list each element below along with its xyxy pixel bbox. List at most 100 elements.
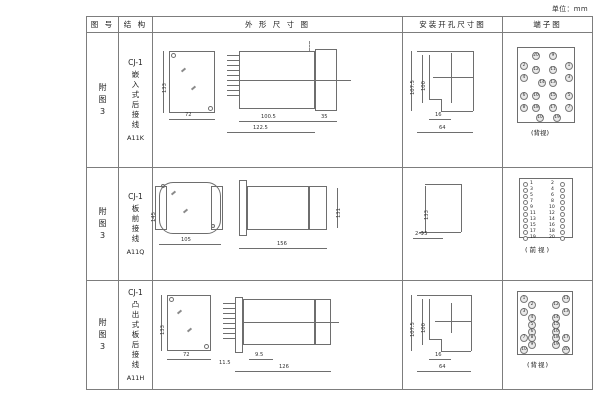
dim-line <box>315 121 337 122</box>
terminal-11[interactable]: 11 <box>562 295 570 303</box>
terminal-18[interactable]: 18 <box>532 104 540 112</box>
front-view-body <box>159 182 221 234</box>
terminal-7[interactable]: 7 <box>520 334 528 342</box>
terminal-hole[interactable] <box>523 194 528 199</box>
terminal-hole[interactable] <box>523 236 528 241</box>
terminal-16[interactable]: 16 <box>532 92 540 100</box>
terminal-11[interactable]: 11 <box>549 66 557 74</box>
dim-width-105: 105 <box>181 237 191 243</box>
terminal-19[interactable]: 19 <box>552 341 560 349</box>
terminal-9[interactable]: 9 <box>528 341 536 349</box>
terminal-hole[interactable] <box>523 212 528 217</box>
terminal-hole[interactable] <box>560 194 565 199</box>
leader-line <box>413 238 443 239</box>
terminal-12[interactable]: 12 <box>532 66 540 74</box>
terminal-19[interactable]: 19 <box>553 114 561 122</box>
fin <box>223 333 235 334</box>
terminal-7[interactable]: 7 <box>530 199 533 204</box>
structure-char: 后 <box>131 99 140 109</box>
terminal-hole[interactable] <box>523 188 528 193</box>
terminal-20[interactable]: 20 <box>562 346 570 354</box>
terminal-1[interactable]: 1 <box>530 181 533 186</box>
terminal-hole[interactable] <box>523 200 528 205</box>
terminal-13[interactable]: 13 <box>549 79 557 87</box>
fig-no-cell-1: 附 图 3 <box>86 32 119 168</box>
structure-char: 板 <box>131 203 140 213</box>
terminal-10[interactable]: 10 <box>549 205 555 210</box>
terminal-11[interactable]: 11 <box>530 211 536 216</box>
terminal-20[interactable]: 20 <box>549 235 555 240</box>
fig-no-char: 3 <box>99 107 106 116</box>
terminal-5[interactable]: 5 <box>530 193 533 198</box>
terminal-8[interactable]: 8 <box>520 104 528 112</box>
fig-no-char: 附 <box>98 318 107 327</box>
terminal-hole[interactable] <box>560 188 565 193</box>
structure-code: A11H <box>126 373 145 382</box>
fin <box>227 85 239 86</box>
terminal-hole[interactable] <box>560 224 565 229</box>
terminal-14[interactable]: 14 <box>549 217 555 222</box>
terminal-9[interactable]: 9 <box>549 52 557 60</box>
dim-line <box>422 55 423 103</box>
terminal-4[interactable]: 4 <box>520 74 528 82</box>
terminal-10[interactable]: 10 <box>520 346 528 354</box>
terminal-hole[interactable] <box>523 218 528 223</box>
terminal-15[interactable]: 15 <box>549 92 557 100</box>
terminal-hole[interactable] <box>523 206 528 211</box>
terminal-17[interactable]: 17 <box>562 334 570 342</box>
terminal-17[interactable]: 17 <box>549 104 557 112</box>
terminal-10[interactable]: 10 <box>536 114 544 122</box>
terminal-17[interactable]: 17 <box>530 229 536 234</box>
terminal-8[interactable]: 8 <box>551 199 554 204</box>
terminal-hole[interactable] <box>560 236 565 241</box>
terminal-1[interactable]: 1 <box>565 62 573 70</box>
terminal-12[interactable]: 12 <box>552 301 560 309</box>
terminal-5[interactable]: 5 <box>565 92 573 100</box>
terminal-19[interactable]: 19 <box>530 235 536 240</box>
terminal-15[interactable]: 15 <box>530 223 536 228</box>
terminal-hole[interactable] <box>560 182 565 187</box>
terminal-4[interactable]: 4 <box>551 187 554 192</box>
terminal-hole[interactable] <box>560 200 565 205</box>
terminal-3[interactable]: 3 <box>530 187 533 192</box>
terminal-2[interactable]: 2 <box>551 181 554 186</box>
terminal-hole[interactable] <box>560 206 565 211</box>
dim-front-depth-11-5: 11.5 <box>219 360 231 366</box>
terminal-hole[interactable] <box>523 224 528 229</box>
structure-char: 式 <box>131 319 140 329</box>
terminal-hole[interactable] <box>560 230 565 235</box>
terminal-hole[interactable] <box>523 230 528 235</box>
terminal-20[interactable]: 20 <box>532 52 540 60</box>
terminal-3[interactable]: 3 <box>565 74 573 82</box>
terminal-6[interactable]: 6 <box>551 193 554 198</box>
terminal-16[interactable]: 16 <box>549 223 555 228</box>
fin <box>227 65 239 66</box>
outline-line <box>419 232 461 233</box>
terminal-plate: 2 4 6 8 1 3 5 7 20 12 14 16 18 10 <box>517 47 575 123</box>
mounting-hole-drawing-2: 133 2-Φ5 <box>402 167 503 281</box>
terminal-3[interactable]: 3 <box>520 308 528 316</box>
terminal-2[interactable]: 2 <box>520 62 528 70</box>
dim-line <box>422 299 423 345</box>
mount-hole-icon <box>171 53 176 58</box>
model-label: CJ-1 <box>128 57 143 67</box>
terminal-1[interactable]: 1 <box>520 295 528 303</box>
terminal-2[interactable]: 2 <box>528 301 536 309</box>
terminal-hole[interactable] <box>560 218 565 223</box>
terminal-13[interactable]: 13 <box>562 308 570 316</box>
fin <box>227 95 239 96</box>
terminal-hole[interactable] <box>560 212 565 217</box>
terminal-drawing-1: 2 4 6 8 1 3 5 7 20 12 14 16 18 10 <box>502 32 593 168</box>
mount-hole-icon <box>169 297 174 302</box>
terminal-hole[interactable] <box>523 182 528 187</box>
structure-char: 板 <box>131 329 140 339</box>
terminal-18[interactable]: 18 <box>549 229 555 234</box>
view-label: (背视) <box>531 129 550 137</box>
terminal-14[interactable]: 14 <box>538 79 546 87</box>
terminal-7[interactable]: 7 <box>565 104 573 112</box>
terminal-13[interactable]: 13 <box>530 217 536 222</box>
terminal-6[interactable]: 6 <box>520 92 528 100</box>
terminal-12[interactable]: 12 <box>549 211 555 216</box>
dim-width-64: 64 <box>439 364 446 370</box>
terminal-9[interactable]: 9 <box>530 205 533 210</box>
